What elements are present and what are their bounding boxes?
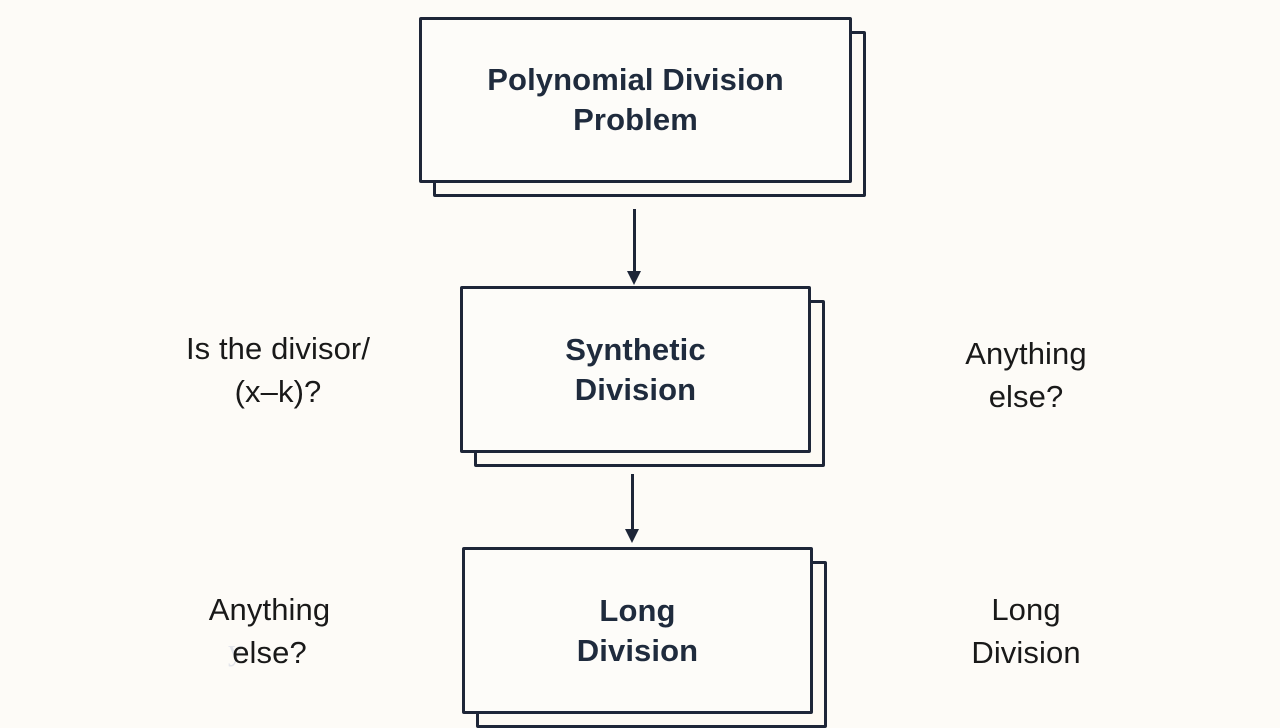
arrow-head-icon [627,271,641,285]
arrow-shaft [631,474,634,531]
side-label-is-divisor-x-minus-k: Is the divisor/ (x–k)? [185,331,371,409]
card-front[interactable]: Polynomial Division Problem [419,17,852,183]
card-front[interactable]: Long Division [462,547,813,714]
node-label-problem: Polynomial Division Problem [487,62,784,137]
side-label-long-division: Long Division [971,592,1081,670]
node-label-synthetic: Synthetic Division [565,331,706,407]
node-long-division[interactable]: Long Division [462,547,827,728]
arrow-head-icon [625,529,639,543]
node-label-long: Long Division [576,592,699,668]
side-label-anything-else-top: Anything else? [965,336,1087,414]
side-label-anything-else-bottom: Anything else? [208,592,331,670]
arrow-shaft [633,209,636,273]
node-polynomial-division-problem[interactable]: Polynomial Division Problem [419,17,866,197]
card-front[interactable]: Synthetic Division [460,286,811,453]
node-synthetic-division[interactable]: Synthetic Division [460,286,825,467]
